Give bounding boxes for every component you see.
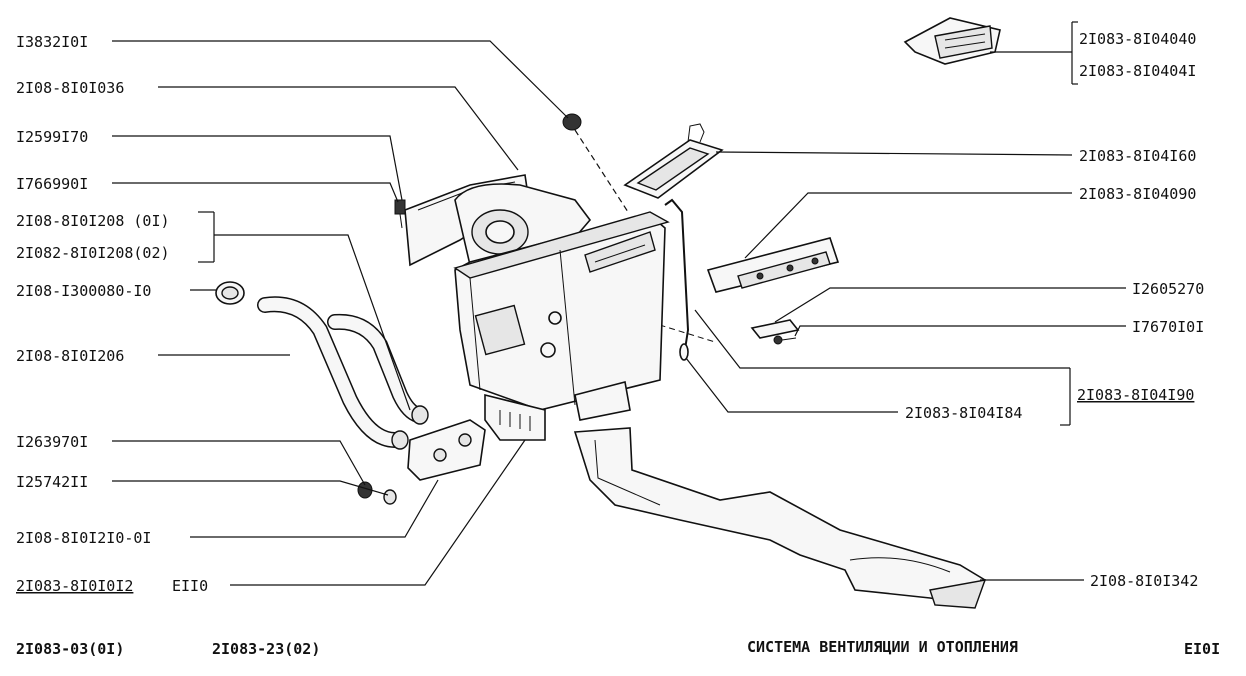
heater-hoses-drawing bbox=[257, 296, 429, 450]
label-2108-8101036: 2I08-8I0I036 bbox=[16, 79, 124, 97]
part-labels: I3832I0I 2I08-8I0I036 I2599I70 I766990I … bbox=[16, 30, 1204, 595]
control-panel-drawing bbox=[706, 237, 840, 293]
screw-drawing bbox=[394, 199, 406, 229]
intake-panel-drawing bbox=[623, 123, 724, 199]
label-21083-8104090: 2I083-8I04090 bbox=[1079, 185, 1196, 203]
control-rod-drawing bbox=[664, 198, 690, 361]
label-12574211: I25742II bbox=[16, 473, 88, 491]
label-17669901: I766990I bbox=[16, 175, 88, 193]
label-13832101: I3832I0I bbox=[16, 33, 88, 51]
screw-parts-drawing bbox=[750, 319, 800, 345]
label-2108-8101208-01: 2I08-8I0I208 (0I) bbox=[16, 212, 170, 230]
label-21082-8101208-02: 2I082-8I0I208(02) bbox=[16, 244, 170, 262]
label-2108-8101206: 2I08-8I0I206 bbox=[16, 347, 124, 365]
vent-assembly-drawing bbox=[903, 17, 1001, 65]
footer: 2I083-03(0I) 2I083-23(02) СИСТЕМА ВЕНТИЛ… bbox=[16, 638, 1220, 658]
label-21083-8104190: 2I083-8I04I90 bbox=[1077, 386, 1194, 404]
label-2108-1300080-10: 2I08-I300080-I0 bbox=[16, 282, 151, 300]
label-2108-8101210-01: 2I08-8I0I2I0-0I bbox=[16, 529, 151, 547]
heater-housing-drawing bbox=[404, 174, 670, 441]
label-21083-8104184: 2I083-8I04I84 bbox=[905, 404, 1022, 422]
label-12605270: I2605270 bbox=[1132, 280, 1204, 298]
label-21083-8104041: 2I083-8I0404I bbox=[1079, 62, 1196, 80]
nut-washer-drawing bbox=[357, 481, 397, 505]
label-17670101: I7670I0I bbox=[1132, 318, 1204, 336]
label-21083-8104160: 2I083-8I04I60 bbox=[1079, 147, 1196, 165]
label-12639701: I263970I bbox=[16, 433, 88, 451]
label-2108-8101342: 2I08-8I0I342 bbox=[1090, 572, 1198, 590]
label-12599170: I2599I70 bbox=[16, 128, 88, 146]
footer-title: СИСТЕМА ВЕНТИЛЯЦИИ И ОТОПЛЕНИЯ bbox=[747, 638, 1018, 656]
label-21083-8101012: 2I083-8I0I0I2 bbox=[16, 577, 133, 595]
leader-lines bbox=[112, 21, 1126, 586]
footer-page-number: EI0I bbox=[1184, 640, 1220, 658]
footer-model-2: 2I083-23(02) bbox=[212, 640, 320, 658]
label-e110: EII0 bbox=[172, 577, 208, 595]
hose-clamp-drawing bbox=[215, 281, 245, 305]
pipe-flange-drawing bbox=[407, 419, 486, 481]
footer-model-1: 2I083-03(0I) bbox=[16, 640, 124, 658]
air-duct-drawing bbox=[573, 427, 987, 609]
label-21083-8104040: 2I083-8I04040 bbox=[1079, 30, 1196, 48]
